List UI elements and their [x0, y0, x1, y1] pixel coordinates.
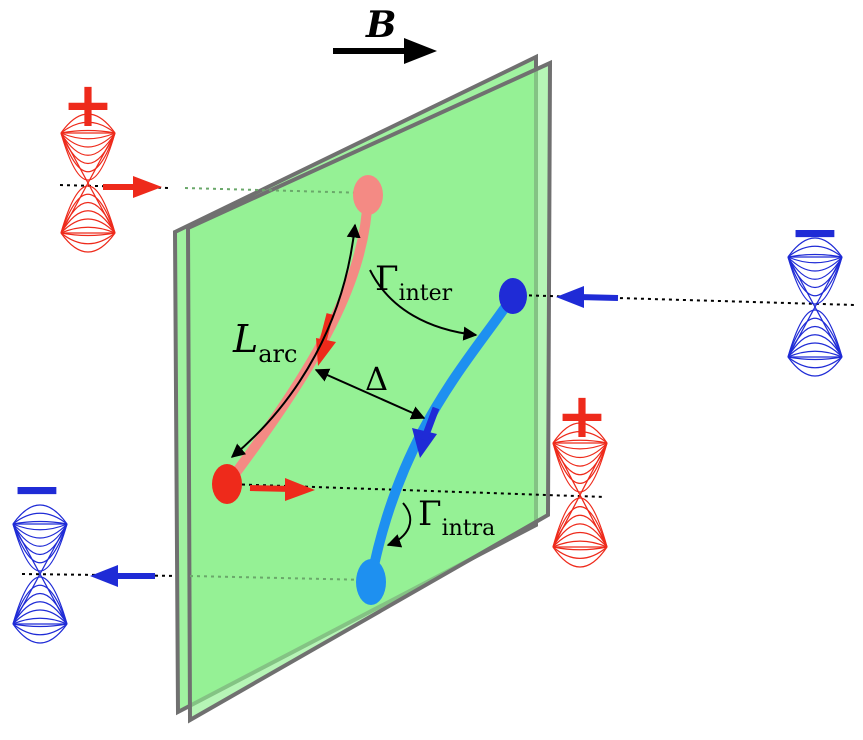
magnetic-field-indicator: B — [333, 4, 437, 64]
fermi-arc-blue — [356, 278, 527, 605]
blue-arc-arrow — [412, 428, 437, 458]
weyl-cone-icon — [787, 237, 843, 377]
red-node-bottom — [212, 464, 242, 504]
field-label: B — [365, 4, 396, 46]
weyl-cone-icon — [552, 422, 608, 568]
delta-label: Δ — [365, 360, 388, 398]
blue-arrow-right — [556, 286, 619, 308]
sign-right-upper: − — [789, 195, 841, 268]
annotation-labels: Larc Δ Γinter Γintra — [232, 259, 495, 541]
sign-right-lower: + — [556, 379, 608, 452]
blue-node-top — [499, 278, 527, 314]
chirality-signs: + − + − — [11, 68, 841, 525]
projection-lines-through — [184, 187, 371, 581]
red-arrow-top-left — [103, 176, 162, 198]
annotation-arrows — [230, 223, 478, 548]
gamma-intra-label: Γintra — [418, 494, 495, 541]
surface-plane — [172, 53, 553, 724]
sign-bottom-left: − — [11, 452, 63, 525]
l-arc-label: Larc — [232, 317, 297, 368]
red-arrow-middle — [249, 478, 315, 501]
blue-arrow-bottom-left — [90, 565, 155, 587]
red-node-top — [353, 175, 383, 215]
gamma-inter-label: Γinter — [375, 259, 453, 306]
sign-top-left: + — [62, 68, 114, 141]
weyl-cone-icon — [60, 113, 116, 253]
weyl-cone-icon — [12, 504, 68, 644]
blue-node-bottom — [356, 559, 386, 605]
gamma-inter-arrow — [369, 269, 478, 341]
field-arrow-head — [404, 38, 437, 64]
gamma-intra-arrow — [386, 502, 412, 548]
blue-arc-path — [366, 291, 518, 585]
l-arc-arrow — [230, 223, 361, 458]
delta-arrow — [314, 368, 426, 420]
